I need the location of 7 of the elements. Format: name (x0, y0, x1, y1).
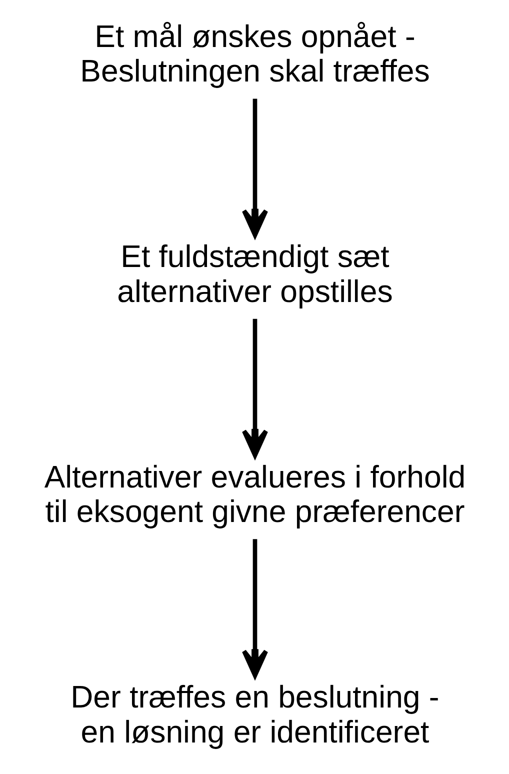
arrow (241, 318, 268, 458)
node-text: Alternativer evalueres i forhold til eksogent givne præferencer (44, 459, 466, 530)
arrow (241, 539, 268, 678)
node-text: Der træffes en beslutning - en løsning er identificeret (70, 680, 439, 750)
node-text: Et mål ønskes opnået - Beslutningen skal træffes (80, 18, 430, 89)
arrow (241, 98, 268, 238)
node-text: Et fuldstændigt sæt alternativer opstilles (116, 239, 392, 309)
